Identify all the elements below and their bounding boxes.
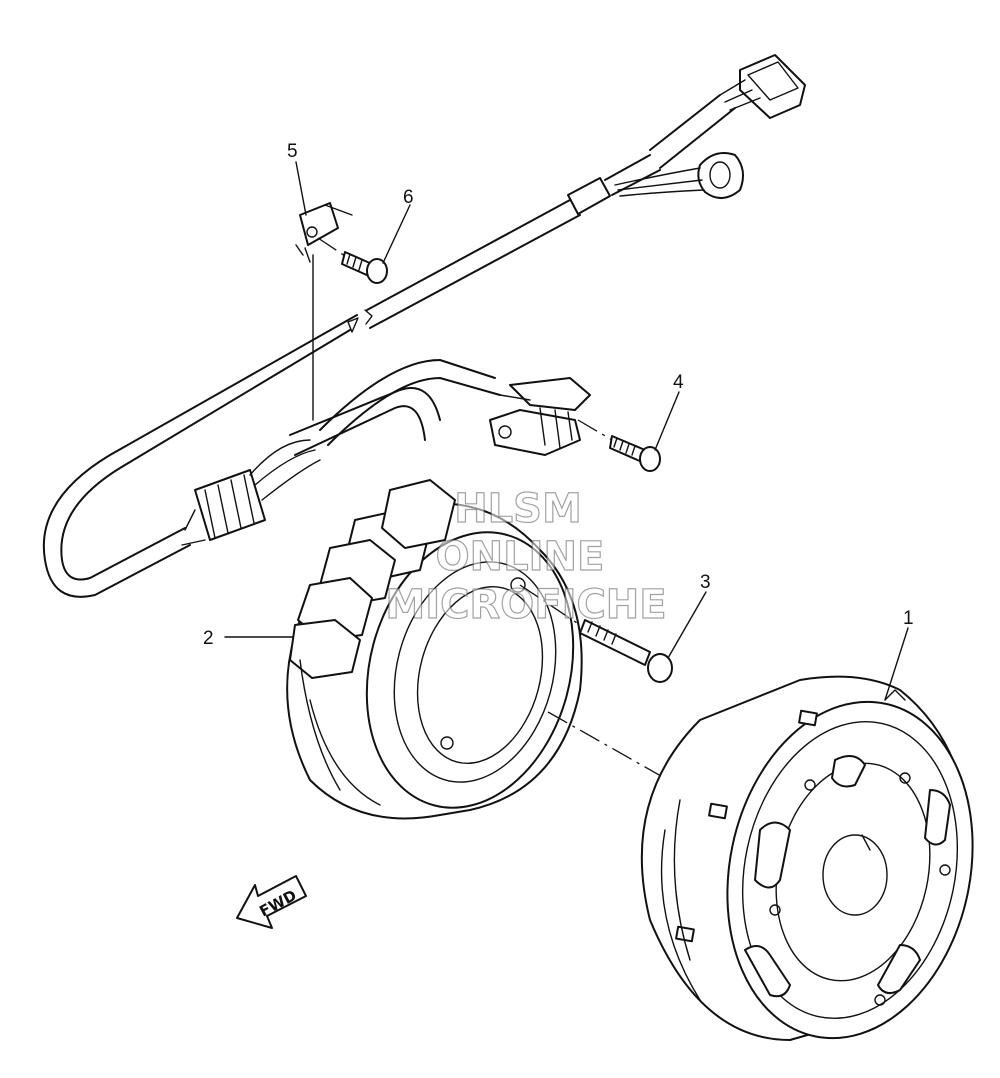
screw-3 <box>519 584 673 683</box>
connector-plug-lower <box>614 152 745 199</box>
callout-2: 2 <box>203 628 214 649</box>
callout-1: 1 <box>903 608 914 629</box>
harness-grommet <box>181 439 321 546</box>
callout-3: 3 <box>700 572 711 593</box>
callout-5: 5 <box>287 141 298 162</box>
rotor-flywheel <box>640 675 974 1041</box>
pickup-coil <box>489 377 591 456</box>
watermark-line-3: MICROFICHE <box>385 582 666 628</box>
fwd-direction-arrow: FWD <box>236 875 307 929</box>
callout-4: 4 <box>673 372 684 393</box>
connector-plug-upper <box>719 54 806 119</box>
watermark-line-2: ONLINE <box>436 534 605 580</box>
clamp-5 <box>295 202 353 263</box>
screw-6 <box>317 237 388 284</box>
screw-4 <box>577 419 661 472</box>
callout-6: 6 <box>403 187 414 208</box>
wire-harness <box>42 54 806 598</box>
stator-coil <box>286 479 583 820</box>
watermark-line-1: HLSM <box>454 486 582 532</box>
watermark: HLSM ONLINE MICROFICHE <box>385 485 667 628</box>
callouts: 1 2 3 4 5 6 <box>203 141 914 701</box>
